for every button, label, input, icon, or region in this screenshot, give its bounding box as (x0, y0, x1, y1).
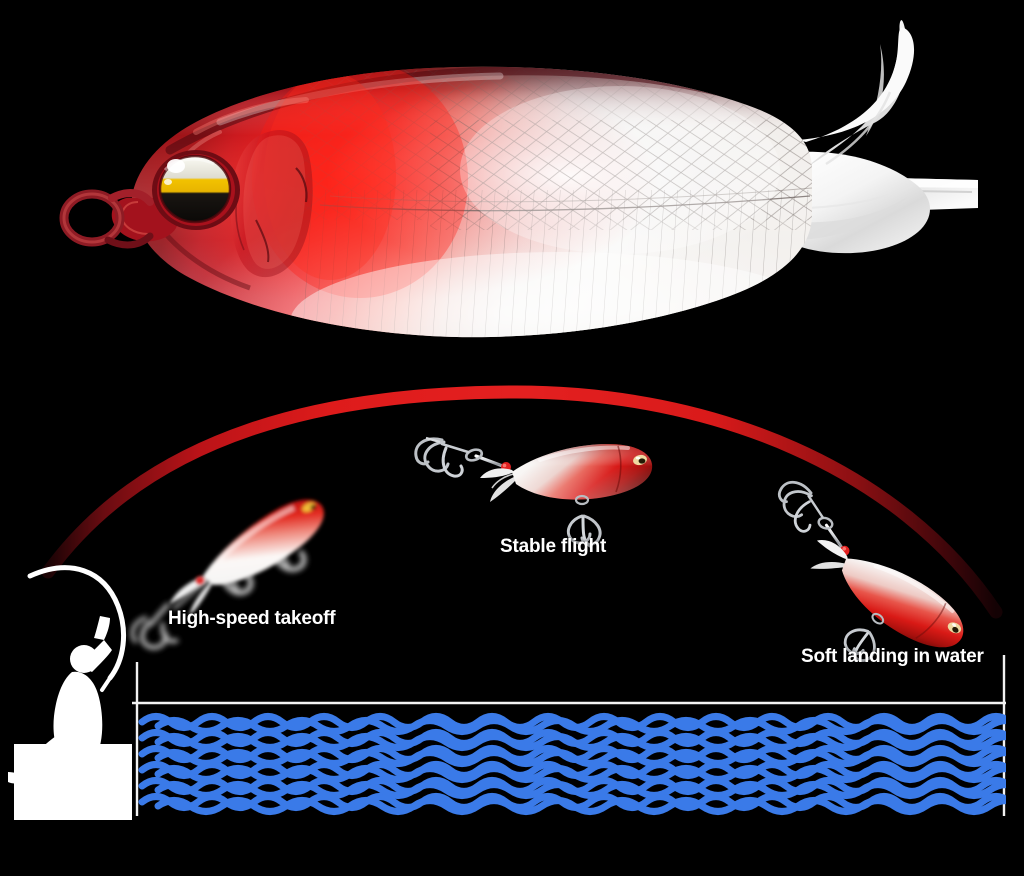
line-tie-ring-icon (59, 189, 154, 249)
caption-high-speed-takeoff: High-speed takeoff (168, 608, 336, 629)
water-waves (138, 713, 1024, 815)
treble-hook-icon (777, 480, 824, 533)
caption-soft-landing-in-water: Soft landing in water (801, 646, 984, 667)
lure-eye (152, 150, 240, 230)
fishing-rod (27, 565, 126, 692)
hero-lure-body (111, 66, 812, 338)
treble-hook-icon (566, 494, 602, 548)
treble-hook-icon (414, 436, 470, 478)
hero-tail-assembly (796, 20, 978, 254)
caption-stable-flight: Stable flight (500, 536, 607, 557)
treble-hook-icon (843, 612, 885, 662)
dock-platform (14, 744, 132, 820)
